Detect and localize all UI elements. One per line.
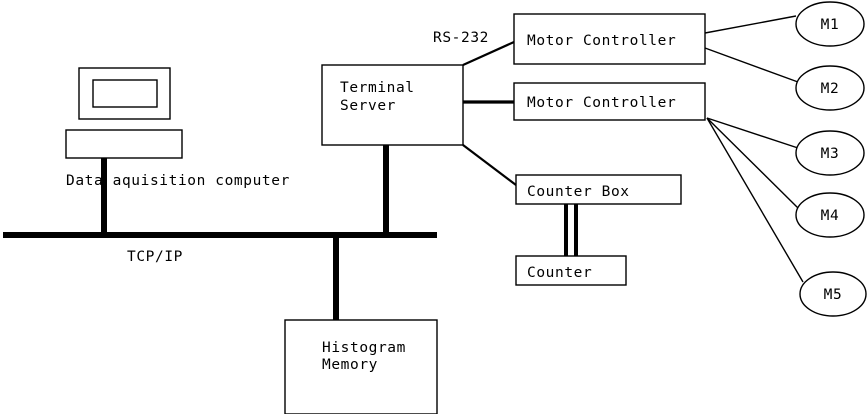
terminal-server-group[interactable]: Terminal Server — [321, 64, 464, 146]
histogram-memory-group[interactable]: Histogram Memory — [284, 319, 438, 414]
motor-m3-ellipse[interactable] — [795, 130, 865, 176]
terminal-server-box[interactable] — [321, 64, 464, 146]
histogram-memory-box[interactable] — [284, 319, 438, 414]
motor-m5-ellipse[interactable] — [799, 271, 867, 317]
motor-controller-2-box[interactable] — [513, 82, 706, 121]
histogram-memory-label-line1: Histogram — [322, 340, 406, 356]
link-terminal-server-to-counter-box — [462, 144, 517, 186]
link-motor-controller-1-to-m2 — [704, 47, 799, 83]
link-motor-controller-2-to-m5 — [706, 117, 804, 283]
motor-controller-1-label: Motor Controller — [527, 33, 676, 49]
tcpip-bus-group: TCP/IP — [3, 145, 437, 322]
motor-m2-label: M2 — [821, 81, 840, 97]
histogram-memory-label-line2: Memory — [322, 357, 378, 373]
motor-m1-label: M1 — [821, 17, 840, 33]
motor-controller-2-label: Motor Controller — [527, 95, 676, 111]
motor-node-m3[interactable]: M3 — [795, 130, 865, 176]
link-terminal-server-to-motor-controller-1 — [462, 40, 515, 67]
motor-controller-1-box[interactable] — [513, 13, 706, 65]
motor-m3-label: M3 — [821, 146, 840, 162]
motor-m5-label: M5 — [824, 287, 843, 303]
motor-links-group — [704, 15, 804, 283]
tcpip-bus-label: TCP/IP — [127, 249, 183, 265]
motor-node-m1[interactable]: M1 — [795, 1, 865, 47]
counter-box-group[interactable]: Counter Box — [515, 174, 682, 205]
motor-m4-label: M4 — [821, 208, 840, 224]
terminal-server-label-line1: Terminal — [340, 80, 415, 96]
data-acquisition-computer-group[interactable]: Data aquisition computer — [65, 67, 290, 189]
link-motor-controller-2-to-m3 — [706, 117, 799, 149]
link-motor-controller-1-to-m1 — [704, 15, 797, 34]
motor-node-m4[interactable]: M4 — [795, 192, 865, 238]
motor-m2-ellipse[interactable] — [795, 65, 865, 111]
motor-controller-1-group[interactable]: Motor Controller — [513, 13, 706, 65]
counter-box-box[interactable] — [515, 174, 682, 205]
motor-m1-ellipse[interactable] — [795, 1, 865, 47]
counter-box-label: Counter Box — [527, 184, 630, 200]
motor-node-m2[interactable]: M2 — [795, 65, 865, 111]
counter-label: Counter — [527, 265, 592, 281]
counter-group[interactable]: Counter — [515, 255, 627, 286]
computer-base-unit[interactable] — [65, 129, 183, 159]
counter-box-to-counter-links — [564, 204, 578, 258]
motor-m4-ellipse[interactable] — [795, 192, 865, 238]
terminal-server-links-group: RS-232 — [433, 30, 517, 186]
data-acquisition-computer-label: Data aquisition computer — [66, 173, 290, 189]
terminal-server-label-line2: Server — [340, 98, 396, 114]
motor-controller-2-group[interactable]: Motor Controller — [513, 82, 706, 121]
monitor-screen[interactable] — [92, 79, 158, 108]
counter-box-node[interactable] — [515, 255, 627, 286]
motor-node-m5[interactable]: M5 — [799, 271, 867, 317]
rs232-label: RS-232 — [433, 30, 489, 46]
link-motor-controller-2-to-m4 — [706, 117, 799, 209]
motors-group[interactable]: M1 M2 M3 M4 M5 — [795, 1, 867, 317]
